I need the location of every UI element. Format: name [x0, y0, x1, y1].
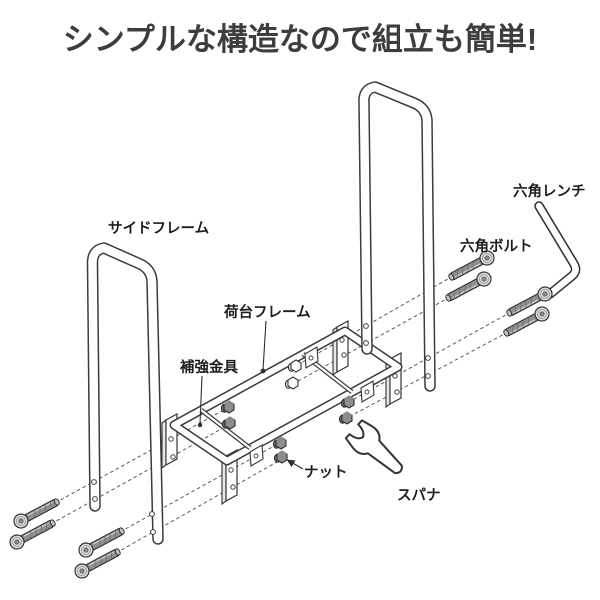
cargo-frame-rails-face — [171, 328, 401, 464]
bolt-hole — [425, 373, 431, 379]
guide-line — [50, 422, 233, 525]
leader-lines — [197, 320, 304, 470]
bolt-hole — [363, 323, 369, 329]
mounting-tab — [249, 444, 264, 467]
bolt-hole — [91, 479, 97, 485]
label-side-frame: サイドフレーム — [108, 220, 209, 237]
leader-reinforcement-bracket — [199, 375, 203, 425]
cargo-frame — [161, 319, 403, 506]
mounting-tab — [360, 380, 375, 403]
part-labels: サイドフレーム 荷台フレーム 補強金具 六角レンチ 六角ボルト ナット スパナ — [108, 182, 586, 504]
bolt-group-left — [6, 494, 128, 582]
nut — [273, 450, 288, 464]
bolt-hole — [149, 511, 155, 517]
bolt-group-right — [442, 247, 556, 341]
reinforcement-bracket — [199, 408, 252, 450]
leader-arrowhead — [286, 459, 296, 467]
guide-line — [54, 405, 232, 504]
nut — [338, 411, 353, 425]
label-nut: ナット — [304, 464, 348, 481]
label-reinforcement-bracket: 補強金具 — [179, 358, 238, 376]
nut — [221, 416, 236, 430]
label-hex-wrench: 六角レンチ — [513, 182, 586, 200]
bolt-hole — [150, 529, 156, 535]
label-cargo-frame: 荷台フレーム — [224, 303, 311, 321]
leader-dot — [260, 368, 266, 374]
label-hex-bolt: 六角ボルト — [460, 237, 533, 255]
side-frame-left — [86, 242, 164, 545]
guide-line — [115, 457, 285, 554]
side-frame-right — [358, 81, 436, 392]
page-title: シンプルな構造なので組立も簡単! — [62, 22, 538, 57]
mounting-tab — [304, 346, 319, 369]
nut — [284, 376, 299, 390]
leader-dot — [197, 422, 203, 428]
hex-wrench — [534, 201, 581, 299]
bolt-hole — [363, 340, 369, 346]
guide-line — [344, 331, 509, 420]
leader-cargo-frame — [262, 320, 267, 371]
bolt-hole — [92, 496, 98, 502]
guide-line — [293, 275, 454, 368]
label-spanner: スパナ — [397, 487, 441, 504]
bolt-hole — [425, 355, 431, 361]
spanner — [344, 419, 403, 475]
